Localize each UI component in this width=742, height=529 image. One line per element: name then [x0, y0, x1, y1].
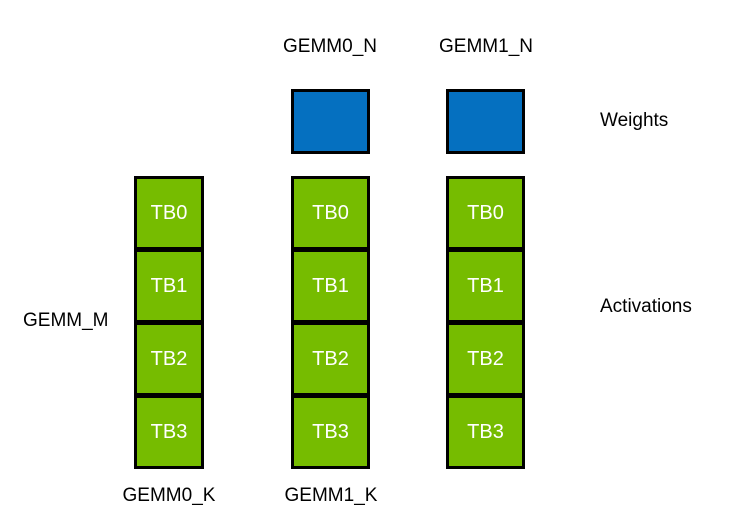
tb-cell: TB1: [134, 249, 204, 323]
tb-cell: TB2: [134, 322, 204, 396]
gemm1-n-label-line1: GEMM1_N: [439, 36, 533, 57]
tb-cell: TB0: [291, 176, 370, 250]
gemm0-k-label: GEMM0_K: [122, 485, 216, 506]
tb-cell: TB3: [446, 395, 525, 469]
activation-column-0: TB0 TB1 TB2 TB3: [134, 176, 204, 469]
tb-cell: TB3: [291, 395, 370, 469]
tb-cell: TB2: [291, 322, 370, 396]
tb-cell: TB0: [134, 176, 204, 250]
tb-cell: TB2: [446, 322, 525, 396]
gemm0-n-label-line1: GEMM0_N: [283, 36, 377, 57]
tb-cell: TB1: [446, 249, 525, 323]
gemm1-k-label: GEMM1_K: [284, 485, 378, 506]
gemm-m-label: GEMM_M: [23, 310, 109, 331]
weights-row-label: Weights: [600, 110, 669, 131]
activation-column-1: TB0 TB1 TB2 TB3: [291, 176, 370, 469]
activations-row-label: Activations: [600, 296, 692, 317]
gemm0-weight-box: [291, 89, 370, 154]
gemm1-weight-box: [446, 89, 525, 154]
activation-column-2: TB0 TB1 TB2 TB3: [446, 176, 525, 469]
tb-cell: TB3: [134, 395, 204, 469]
tb-cell: TB1: [291, 249, 370, 323]
tb-cell: TB0: [446, 176, 525, 250]
